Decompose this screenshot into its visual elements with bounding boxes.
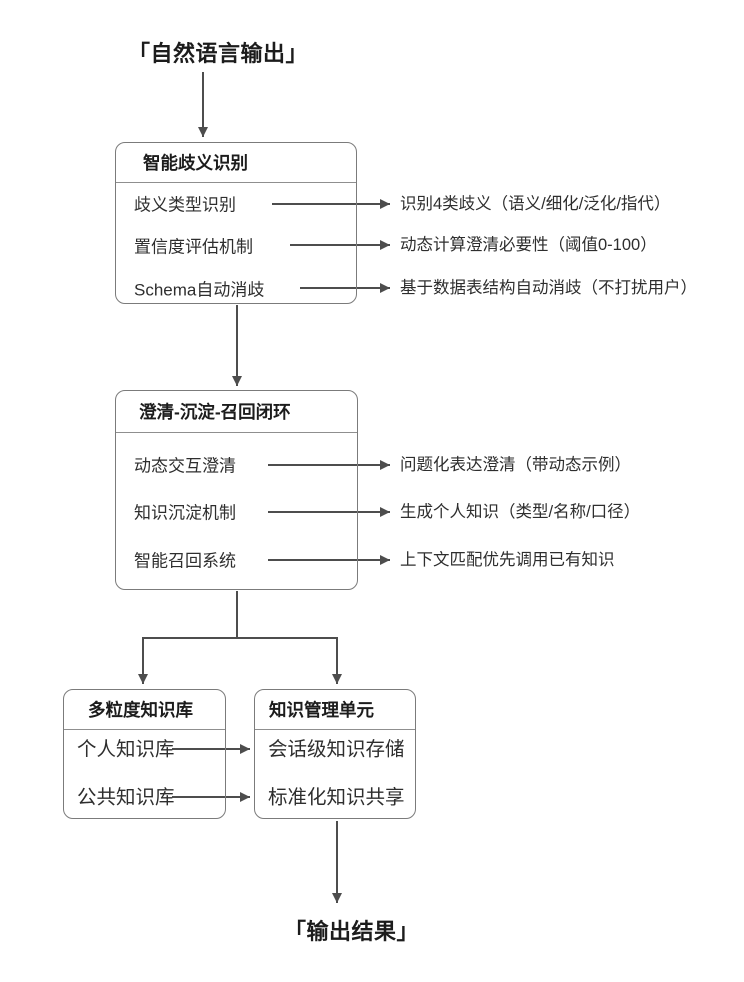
box-multi-granularity-knowledge-bases: 多粒度知识库 个人知识库 公共知识库: [63, 689, 226, 819]
box-item: 公共知识库: [77, 786, 175, 809]
box-title: 智能歧义识别: [116, 143, 356, 183]
box-title: 多粒度知识库: [64, 690, 225, 730]
item-annotation: 生成个人知识（类型/名称/口径）: [400, 502, 641, 521]
output-label: 「输出结果」: [284, 919, 420, 944]
box-item: Schema自动消歧: [134, 280, 265, 300]
item-annotation: 动态计算澄清必要性（阈值0-100）: [400, 235, 657, 254]
item-annotation: 识别4类歧义（语义/细化/泛化/指代）: [400, 194, 671, 213]
box-item: 会话级知识存储: [268, 738, 405, 761]
box-item: 标准化知识共享: [268, 786, 405, 809]
input-label: 「自然语言输出」: [128, 41, 309, 66]
box-item: 歧义类型识别: [134, 195, 236, 215]
box-clarify-precipitate-recall-loop: 澄清-沉淀-召回闭环 动态交互澄清 知识沉淀机制 智能召回系统: [115, 390, 358, 590]
box-ambiguity-recognition: 智能歧义识别 歧义类型识别 置信度评估机制 Schema自动消歧: [115, 142, 357, 304]
box-item: 动态交互澄清: [134, 456, 236, 476]
box-item: 置信度评估机制: [134, 237, 253, 257]
item-annotation: 基于数据表结构自动消歧（不打扰用户）: [400, 278, 697, 297]
box-title: 知识管理单元: [255, 690, 415, 730]
box-item: 个人知识库: [77, 738, 175, 761]
box-item: 智能召回系统: [134, 551, 236, 571]
item-annotation: 上下文匹配优先调用已有知识: [400, 550, 615, 569]
box-knowledge-management-unit: 知识管理单元 会话级知识存储 标准化知识共享: [254, 689, 416, 819]
box-title: 澄清-沉淀-召回闭环: [116, 391, 357, 433]
item-annotation: 问题化表达澄清（带动态示例）: [400, 455, 631, 474]
box-item: 知识沉淀机制: [134, 503, 236, 523]
